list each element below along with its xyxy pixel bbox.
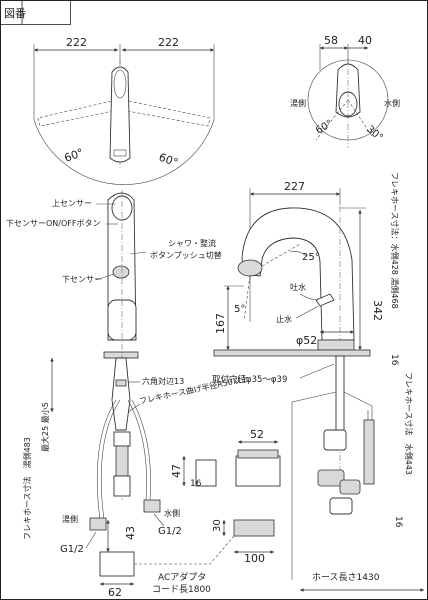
- valve-box-depth: 16: [190, 479, 202, 489]
- front-sensor-button-label: 下センサーON/OFFボタン: [6, 219, 100, 228]
- handle-width-dim: 58: [324, 34, 338, 47]
- handle-view: 58 40 湯側 水側 60° 30°: [290, 34, 400, 148]
- valve-box: 52 47 16: [170, 428, 281, 489]
- front-view: 上センサー 下センサーON/OFFボタン 下センサー シャワ・整流 ボタンプッシ…: [6, 190, 249, 555]
- front-thickness: 最大25 最小5: [40, 402, 50, 452]
- front-shower-switch-2: ボタンプッシュ切替: [150, 250, 222, 260]
- side-mount-hole: 取付穴径φ35～φ39: [212, 374, 287, 385]
- side-height-dim: 342: [371, 300, 384, 321]
- control-box-dim-100: 100: [244, 552, 265, 565]
- front-hex-width: 六角対辺13: [142, 376, 184, 386]
- handle-cold-angle: 30°: [364, 124, 385, 144]
- adapter: 43 62 ACアダプタ コード長1800: [99, 520, 235, 599]
- adapter-dim-62: 62: [108, 586, 122, 599]
- side-stop-label: 止水: [276, 314, 292, 324]
- side-tip-height-dim: 167: [214, 313, 227, 334]
- top-view-left-angle: 60°: [63, 146, 86, 165]
- adapter-label: ACアダプタ: [158, 571, 206, 583]
- side-hose-length: ホース長さ1430: [312, 572, 380, 583]
- valve-box-width: 52: [250, 428, 264, 441]
- side-spout-angle: 25°: [302, 252, 320, 263]
- side-spout: [241, 207, 355, 341]
- handle-depth-dim: 40: [358, 34, 372, 47]
- side-base-diameter: φ52: [296, 334, 317, 347]
- control-box: 30 100: [212, 519, 275, 565]
- adapter-dim-43: 43: [124, 526, 137, 540]
- drawing-number-label: 図番: [4, 7, 26, 20]
- handle-cold-side: 水側: [384, 98, 400, 108]
- title-block: 図番: [0, 0, 71, 25]
- front-thread-left: G1/2: [60, 544, 84, 555]
- drawing-number-box: [0, 0, 71, 25]
- top-view: 222 222 60° 60°: [33, 36, 215, 185]
- front-bottom-sensor-label: 下センサー: [62, 275, 102, 284]
- top-view-left-reach: 222: [66, 36, 87, 49]
- front-cold-side: 水側: [164, 508, 180, 518]
- side-view: 227 25° 5° 吐水 止水 167 342 φ52 取付穴径φ35～φ39: [212, 172, 424, 592]
- side-discharge-label: 吐水: [290, 282, 306, 292]
- side-reach-dim: 227: [284, 180, 305, 193]
- side-dim-16-bottom: 16: [393, 516, 403, 528]
- top-view-right-angle: 60°: [157, 151, 180, 170]
- front-hose-left: フレキホース寸法 湯側483: [22, 437, 32, 540]
- handle-hot-angle: 60°: [314, 118, 335, 136]
- side-tilt-angle: 5°: [234, 304, 245, 315]
- top-view-swing-arc: [33, 119, 215, 185]
- adapter-cord: コード長1800: [152, 584, 211, 595]
- front-shower-switch: シャワ・整流: [168, 238, 216, 248]
- front-top-sensor-label: 上センサー: [52, 199, 92, 208]
- top-view-spout: [109, 66, 131, 163]
- front-thread-right: G1/2: [158, 526, 182, 537]
- side-hose-top: フレキホース寸法：水側428 湯側468: [390, 172, 400, 309]
- side-hose-bottom: フレキホース寸法 水側443: [404, 372, 414, 475]
- handle-hot-side: 湯側: [290, 98, 306, 108]
- side-base: [317, 339, 355, 351]
- valve-box-height: 47: [170, 464, 183, 478]
- control-box-dim-30: 30: [212, 519, 223, 532]
- front-hot-side: 湯側: [62, 514, 78, 524]
- top-view-right-reach: 222: [158, 36, 179, 49]
- side-dim-16-top: 16: [389, 354, 399, 366]
